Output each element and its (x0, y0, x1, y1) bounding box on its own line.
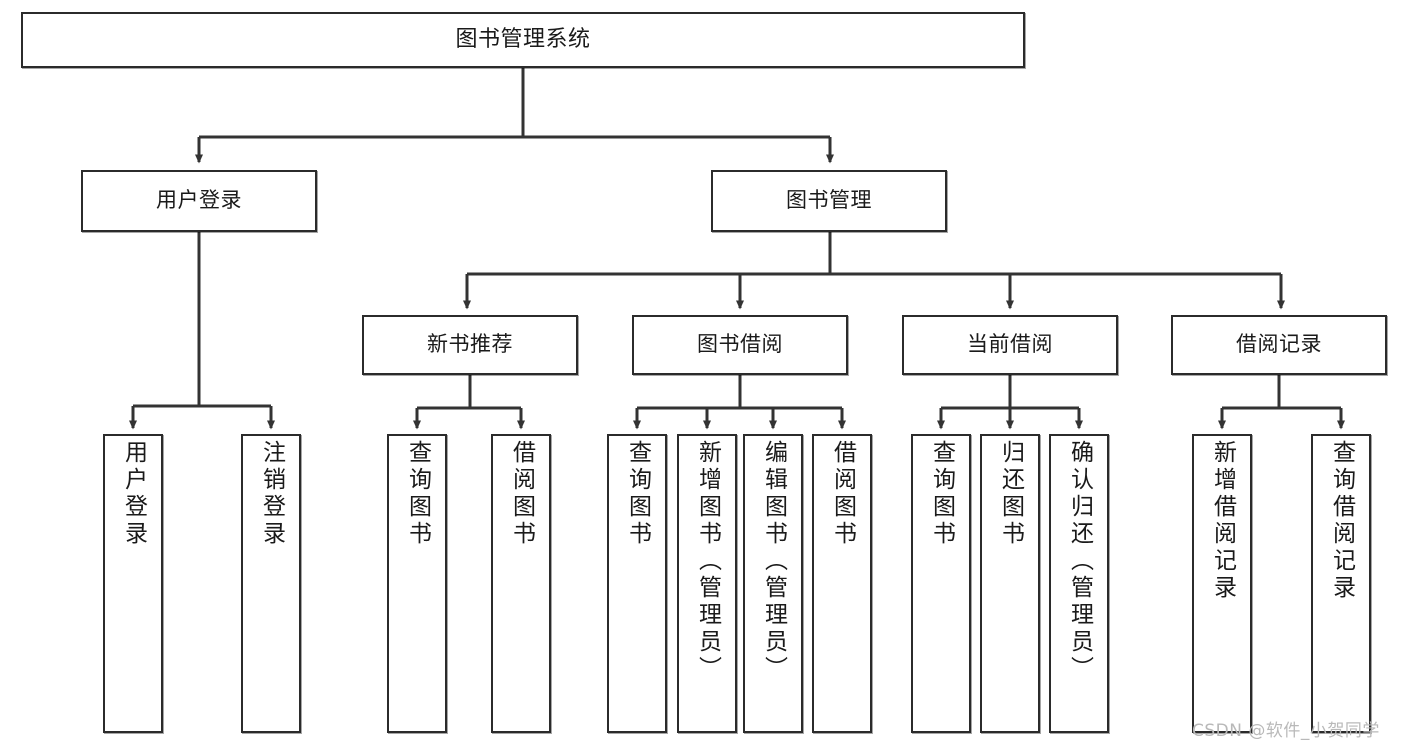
node-label: 归还图书 (997, 440, 1024, 548)
node-leaf-query-book-3[interactable]: 查询图书 (911, 434, 971, 733)
node-leaf-query-record[interactable]: 查询借阅记录 (1311, 434, 1371, 733)
node-book-borrow[interactable]: 图书借阅 (632, 315, 848, 375)
node-book-management[interactable]: 图书管理 (711, 170, 947, 232)
node-user-login[interactable]: 用户登录 (81, 170, 317, 232)
node-leaf-borrow-book-1[interactable]: 借阅图书 (491, 434, 551, 733)
node-leaf-edit-book[interactable]: 编辑图书（管理员） (743, 434, 803, 733)
node-label: 编辑图书（管理员） (760, 440, 787, 683)
node-leaf-confirm-return[interactable]: 确认归还（管理员） (1049, 434, 1109, 733)
node-label: 用户登录 (156, 188, 242, 213)
node-label: 借阅图书 (508, 440, 535, 548)
node-label: 查询图书 (404, 440, 431, 548)
node-leaf-logout-login[interactable]: 注销登录 (241, 434, 301, 733)
node-label: 新增图书（管理员） (694, 440, 721, 683)
node-leaf-add-record[interactable]: 新增借阅记录 (1192, 434, 1252, 733)
node-leaf-query-book-2[interactable]: 查询图书 (607, 434, 667, 733)
node-label: 当前借阅 (967, 332, 1053, 357)
node-leaf-borrow-book-2[interactable]: 借阅图书 (812, 434, 872, 733)
node-leaf-return-book[interactable]: 归还图书 (980, 434, 1040, 733)
csdn-watermark: CSDN @软件_小贺同学 (1192, 721, 1380, 741)
node-label: 确认归还（管理员） (1066, 440, 1093, 683)
node-label: 图书借阅 (697, 332, 783, 357)
node-label: 新增借阅记录 (1209, 440, 1236, 602)
node-label: 查询图书 (928, 440, 955, 548)
node-label: 用户登录 (120, 440, 147, 548)
node-label: 注销登录 (258, 440, 285, 548)
node-label: 查询借阅记录 (1328, 440, 1355, 602)
node-label: 借阅记录 (1236, 332, 1322, 357)
node-label: 图书管理 (786, 188, 872, 213)
node-borrow-record[interactable]: 借阅记录 (1171, 315, 1387, 375)
node-leaf-user-login[interactable]: 用户登录 (103, 434, 163, 733)
node-label: 借阅图书 (829, 440, 856, 548)
node-label: 查询图书 (624, 440, 651, 548)
node-label: 图书管理系统 (455, 26, 591, 52)
node-leaf-add-book[interactable]: 新增图书（管理员） (677, 434, 737, 733)
node-new-book-recommend[interactable]: 新书推荐 (362, 315, 578, 375)
node-current-borrow[interactable]: 当前借阅 (902, 315, 1118, 375)
node-root-book-management-system[interactable]: 图书管理系统 (21, 12, 1025, 68)
node-label: 新书推荐 (427, 332, 513, 357)
node-leaf-query-book-1[interactable]: 查询图书 (387, 434, 447, 733)
